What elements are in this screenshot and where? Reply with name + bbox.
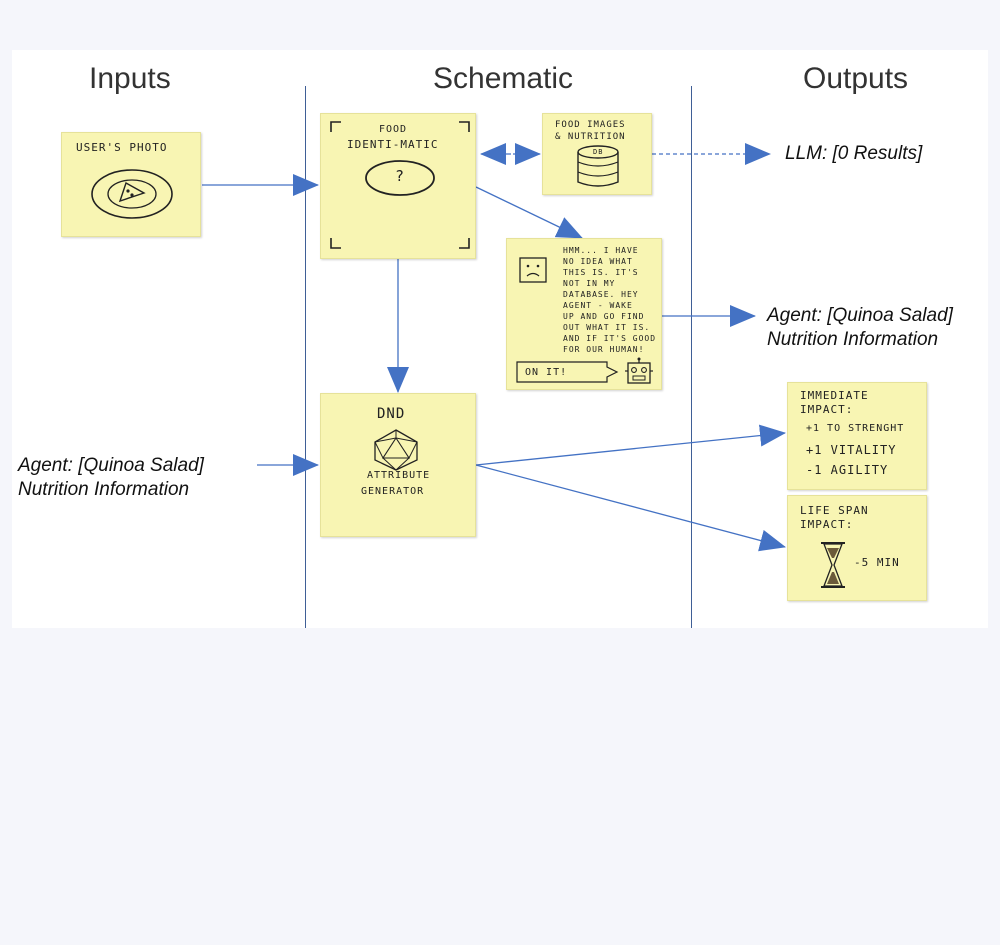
db-icon-label: DB (593, 148, 604, 156)
dnd-title: DnD (377, 406, 406, 422)
message-line: UP AND GO FIND (563, 312, 645, 321)
lifespan-value: -5 MIN (854, 556, 900, 569)
note-food-database: FOOD IMAGES & NUTRITION DB (542, 113, 652, 195)
note-dnd-generator: DnD ATTRIBUTE GENERATOR (320, 393, 476, 537)
dnd-line2: GENERATOR (361, 486, 425, 497)
agent-output-line1: Agent: [Quinoa Salad] (767, 305, 953, 326)
arrow-dnd-to-immediate (475, 424, 786, 466)
viewfinder-icon (330, 121, 470, 249)
agent-input-line2: Nutrition Information (18, 479, 190, 500)
identimatic-question-mark: ? (395, 167, 406, 185)
message-line: THIS IS. IT'S (563, 268, 639, 277)
agent-output-label: Agent: [Quinoa Salad] Nutrition Informat… (767, 304, 953, 352)
note-immediate-impact: IMMEDIATE IMPACT: +1 TO STRENGHT +1 VITA… (787, 382, 927, 490)
dnd-line1: ATTRIBUTE (367, 470, 431, 481)
message-line: DATABASE. HEY (563, 290, 639, 299)
message-line: HMM... I HAVE (563, 246, 639, 255)
divider-left (305, 86, 306, 628)
note-food-identimatic: FOOD IDENTI-MATIC ? (320, 113, 476, 259)
lifespan-title-1: LIFE SPAN (800, 504, 869, 517)
message-line: NOT IN MY (563, 279, 616, 288)
note-lifespan-impact: LIFE SPAN IMPACT: -5 MIN (787, 495, 927, 601)
immediate-effect: +1 VITALITY (806, 443, 897, 457)
message-line: NO IDEA WHAT (563, 257, 633, 266)
llm-result-label: LLM: [0 Results] (785, 142, 922, 166)
header-outputs: Outputs (803, 62, 909, 95)
header-schematic: Schematic (433, 62, 574, 95)
agent-input-label: Agent: [Quinoa Salad] Nutrition Informat… (18, 454, 204, 502)
users-photo-title: USER'S PHOTO (76, 141, 168, 154)
d20-dice-icon (374, 429, 418, 471)
database-icon (577, 145, 619, 187)
sad-face-icon (519, 257, 547, 283)
note-users-photo: USER'S PHOTO (61, 132, 201, 237)
db-line2: & NUTRITION (555, 132, 626, 142)
agent-input-line1: Agent: [Quinoa Salad] (18, 455, 204, 476)
hourglass-icon (821, 542, 845, 588)
speech-bubble-icon (516, 361, 619, 383)
message-line: FOR OUR HUMAN! (563, 345, 645, 354)
message-line: AGENT - WAKE (563, 301, 633, 310)
message-line: OUT WHAT IT IS. (563, 323, 651, 332)
immediate-title-2: IMPACT: (800, 403, 854, 416)
plate-pizza-icon (91, 169, 173, 219)
identimatic-line2: IDENTI-MATIC (347, 138, 439, 151)
arrow-dnd-to-lifespan (475, 464, 786, 552)
immediate-effect: -1 AGILITY (806, 463, 889, 477)
immediate-effect: +1 TO STRENGHT (806, 423, 905, 434)
agent-reply: ON IT! (525, 367, 568, 378)
header-inputs: Inputs (89, 62, 171, 95)
agent-output-line2: Nutrition Information (767, 329, 939, 350)
identimatic-line1: FOOD (379, 124, 408, 135)
db-line1: FOOD IMAGES (555, 120, 626, 130)
message-line: AND IF IT'S GOOD (563, 334, 657, 343)
immediate-title-1: IMMEDIATE (800, 389, 869, 402)
agent-message-text: HMM... I HAVE NO IDEA WHAT THIS IS. IT'S… (563, 245, 656, 355)
note-agent-message: HMM... I HAVE NO IDEA WHAT THIS IS. IT'S… (506, 238, 662, 390)
robot-icon (625, 357, 653, 384)
lifespan-title-2: IMPACT: (800, 518, 854, 531)
arrow-identimatic-to-message (475, 186, 583, 239)
llm-result-text: LLM: [0 Results] (785, 143, 923, 164)
divider-right (691, 86, 692, 628)
